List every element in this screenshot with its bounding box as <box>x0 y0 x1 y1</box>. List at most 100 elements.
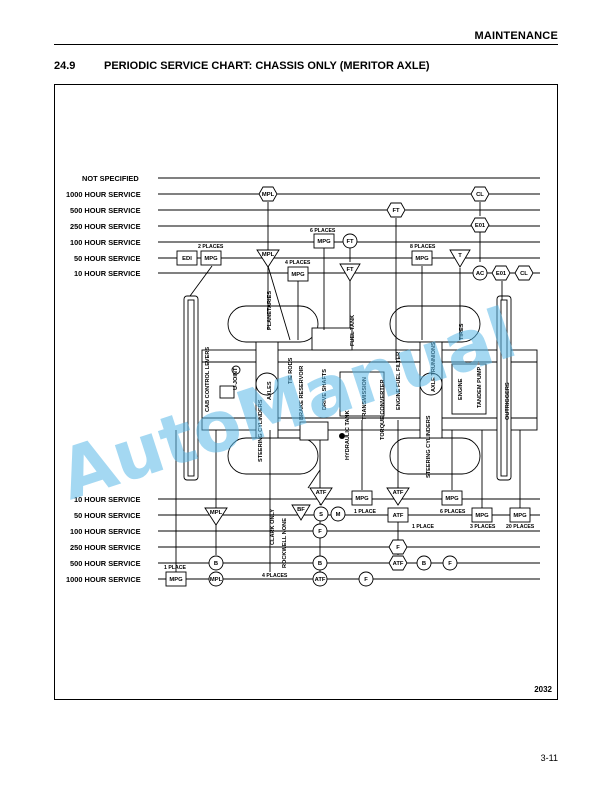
interval-label: 500 HOUR SERVICE <box>70 559 141 568</box>
m-circle: M <box>336 512 341 518</box>
cl-hexagon: CL <box>520 271 528 277</box>
ac-circle: AC <box>476 271 485 277</box>
place-note: 3 PLACES <box>470 524 496 530</box>
place-note: 1 PLACE <box>164 565 186 571</box>
atf-triangle: ATF <box>393 490 404 496</box>
mpg-box: MPG <box>355 496 369 502</box>
mpl-circle: MPL <box>210 577 223 583</box>
ft-circle: FT <box>346 239 354 245</box>
f-circle: F <box>448 561 452 567</box>
label-tie-rods: TIE RODS <box>288 357 294 384</box>
e01-hexagon: E01 <box>475 223 486 229</box>
label-steering-cylinders-right: STEERING CYLINDERS <box>426 415 432 478</box>
running-header: MAINTENANCE <box>474 30 558 42</box>
place-note: 6 PLACES <box>310 228 336 234</box>
mpg-box: MPG <box>169 577 183 583</box>
label-engine: ENGINE <box>458 378 464 400</box>
engine-shape <box>451 363 487 415</box>
interval-label: 10 HOUR SERVICE <box>74 495 140 504</box>
label-engine-fuel-filter: ENGINE FUEL FILTER <box>396 352 402 410</box>
label-tires: TIRES <box>459 323 465 340</box>
mpl-hexagon: MPL <box>262 192 275 198</box>
mpl-triangle: MPL <box>262 252 275 258</box>
atf-hexagon: ATF <box>393 561 404 567</box>
atf-circle: ATF <box>315 577 326 583</box>
edi-box: EDI <box>182 256 192 262</box>
f-hexagon: F <box>396 545 400 551</box>
hydraulic-tank-shape <box>299 421 329 441</box>
component-labels: CAB CONTROL LEVERS U-JOINT STEERING CYLI… <box>205 291 511 568</box>
interval-label: 1000 HOUR SERVICE <box>66 190 141 199</box>
label-fuel-tank: FUEL TANK <box>350 315 356 346</box>
f-circle: F <box>318 529 322 535</box>
label-cab-control-levers: CAB CONTROL LEVERS <box>205 347 211 412</box>
left-outrigger-beam <box>183 295 199 481</box>
interval-label: 100 HOUR SERVICE <box>70 527 141 536</box>
label-hydraulic-tank: HYDRAULIC TANK <box>345 410 351 460</box>
mpg-box: MPG <box>415 256 429 262</box>
tire-front-left <box>227 305 319 343</box>
mpg-box: MPG <box>291 272 305 278</box>
label-u-joint: U-JOINT <box>233 367 239 390</box>
ft-hexagon: FT <box>392 208 400 214</box>
transmission-shape <box>339 371 385 417</box>
interval-label: 500 HOUR SERVICE <box>70 206 141 215</box>
interval-label: 100 HOUR SERVICE <box>70 238 141 247</box>
top-interval-labels: NOT SPECIFIED 1000 HOUR SERVICE 500 HOUR… <box>66 174 141 278</box>
header-rule <box>54 44 558 45</box>
interval-label: 50 HOUR SERVICE <box>74 511 140 520</box>
mpg-box: MPG <box>317 239 331 245</box>
place-note: 1 PLACE <box>412 524 434 530</box>
place-note: 4 PLACES <box>262 573 288 579</box>
interval-label: 250 HOUR SERVICE <box>70 222 141 231</box>
cl-hexagon: CL <box>476 192 484 198</box>
place-note: 2 PLACES <box>198 244 224 250</box>
figure-number: 2032 <box>534 685 552 694</box>
mpg-box: MPG <box>204 256 218 262</box>
mpg-box: MPG <box>445 496 459 502</box>
place-note: 1 PLACE <box>354 509 376 515</box>
leader-lines <box>175 202 521 572</box>
t-triangle: T <box>458 253 462 259</box>
mpl-triangle: MPL <box>210 510 223 516</box>
cab-lever-shape <box>219 385 235 399</box>
label-steering-cylinders-left: STEERING CYLINDERS <box>258 399 264 462</box>
label-transmission: TRANSMISSION <box>362 377 368 420</box>
label-planetaries: PLANETARIES <box>267 291 273 330</box>
atf-box: ATF <box>393 513 404 519</box>
interval-label: 250 HOUR SERVICE <box>70 543 141 552</box>
label-axle-trunnions: AXLE TRUNNIONS <box>431 342 437 392</box>
label-torque-converter: TORQUE CONVERTER <box>380 379 386 440</box>
label-outriggers: OUTRIGGERS <box>505 382 511 420</box>
atf-triangle: ATF <box>316 490 327 496</box>
place-note: 4 PLACES <box>285 260 311 266</box>
interval-label: NOT SPECIFIED <box>82 174 139 183</box>
b-circle: B <box>318 561 322 567</box>
label-clark-only: CLARK ONLY <box>270 509 276 545</box>
mpg-box: MPG <box>513 513 527 519</box>
interval-label: 1000 HOUR SERVICE <box>66 575 141 584</box>
label-drive-shafts: DRIVE SHAFTS <box>322 369 328 410</box>
top-symbols: MPL FT CL E01 MPG 6 PLACES FT FT EDI MPG… <box>176 186 534 282</box>
e01-hexagon: E01 <box>496 271 507 277</box>
label-axles: AXLES <box>267 381 273 400</box>
place-note: 20 PLACES <box>506 524 535 530</box>
label-brake-reservoir: BRAKE RESERVOIR <box>299 366 305 420</box>
chassis-outline <box>183 295 538 481</box>
bottom-interval-labels: 10 HOUR SERVICE 50 HOUR SERVICE 100 HOUR… <box>66 495 141 584</box>
fuel-tank-shape <box>311 327 353 351</box>
interval-label: 10 HOUR SERVICE <box>74 269 140 278</box>
f-circle: F <box>364 577 368 583</box>
bf-triangle: BF <box>297 507 305 513</box>
section-number: 24.9 <box>54 60 76 72</box>
figure-frame <box>54 84 558 700</box>
right-outrigger-beam <box>496 295 512 481</box>
place-note: 8 PLACES <box>410 244 436 250</box>
b-circle: B <box>214 561 218 567</box>
section-title: PERIODIC SERVICE CHART: CHASSIS ONLY (ME… <box>104 60 430 72</box>
tire-rear-right <box>389 437 481 475</box>
page-number: 3-11 <box>540 753 558 763</box>
b-circle: B <box>422 561 426 567</box>
interval-label: 50 HOUR SERVICE <box>74 254 140 263</box>
